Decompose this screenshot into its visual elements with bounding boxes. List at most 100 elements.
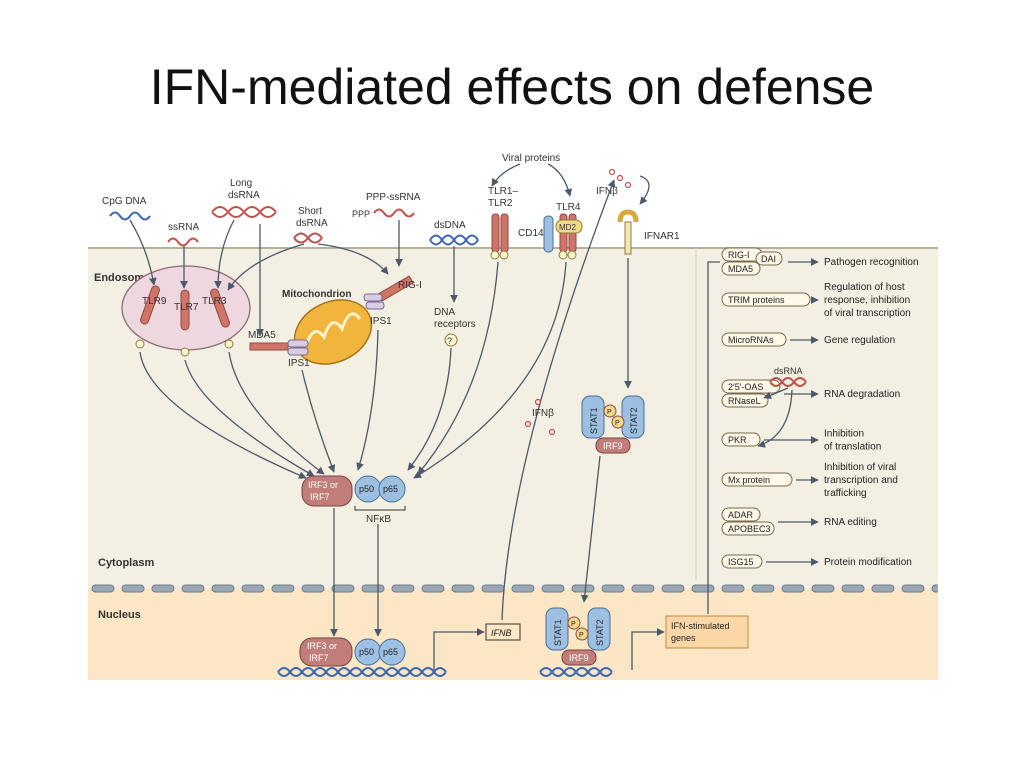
- ifnb-secretion-arrow: [501, 179, 616, 621]
- irf9-label: IRF9: [603, 441, 623, 451]
- phosphate-label: P: [615, 420, 620, 427]
- dsrna-to-pkr-arrow: [757, 389, 793, 448]
- viral-proteins-label: Viral proteins: [502, 153, 560, 164]
- dsdna-strand: [429, 234, 479, 246]
- effector-function-label: RNA degradation: [824, 389, 900, 400]
- isg-label-2: genes: [671, 633, 696, 643]
- effector-dsrna-label: dsRNA: [774, 366, 803, 376]
- tlr3-signal-arrow: [228, 351, 325, 475]
- irf-label-1: IRF3 or: [308, 480, 338, 490]
- stat2-phosphate: [611, 415, 625, 429]
- nuclear-pore-segment: [751, 584, 775, 593]
- effector-protein-pill: [721, 472, 793, 487]
- cytoplasm-label: Cytoplasm: [98, 557, 154, 569]
- ips1-adaptor-a: [287, 347, 309, 356]
- tlr4-tir-domain: [567, 250, 577, 260]
- ifnar1-label: IFNAR1: [644, 231, 680, 242]
- mda5-receptor: [249, 342, 289, 351]
- tlr1-receptor: [491, 213, 500, 253]
- tlr2-tir-domain: [499, 250, 509, 260]
- unknown-sensor-marker: [444, 333, 458, 347]
- nuclear-pore-segment: [121, 584, 145, 593]
- effector-function-label: response, inhibition: [824, 295, 910, 306]
- effector-function-label: trafficking: [824, 488, 867, 499]
- isg-transcription-arrow: [631, 628, 665, 670]
- irf-label-2: IRF7: [310, 492, 330, 502]
- effector-extra-label: DAI: [761, 254, 776, 264]
- cpg-dna-label: CpG DNA: [102, 196, 147, 207]
- ifn-pathway-diagram: Endosome Cytoplasm Nucleus CpG DNA ssRNA…: [88, 153, 938, 680]
- nuclear-pore-segment: [481, 584, 505, 593]
- nuclear-stat1-phosphate: [567, 616, 581, 630]
- nuclear-pore-segment: [511, 584, 535, 593]
- short-dsrna-label-1: Short: [298, 206, 322, 217]
- nuclear-pore-segment: [571, 584, 595, 593]
- effector-protein-label: RIG-I: [728, 250, 750, 260]
- effector-protein-pill: [721, 261, 761, 276]
- p65-cytoplasm: [378, 475, 406, 503]
- nuclear-pore-segment: [151, 584, 175, 593]
- nfkb-bracket: [354, 506, 406, 511]
- effector-protein-label: PKR: [728, 435, 747, 445]
- tlr7-signal-arrow: [184, 359, 315, 477]
- nuclear-pore-segment: [91, 584, 115, 593]
- nuclear-phosphate-label: P: [579, 632, 584, 639]
- ifnb-promoter-dna: [277, 667, 447, 677]
- effector-function-label: Regulation of host: [824, 282, 905, 293]
- ssrna-label: ssRNA: [168, 222, 199, 233]
- nuclear-stat2-label: STAT2: [595, 619, 605, 646]
- top-ifnb-label: IFNβ: [596, 186, 618, 197]
- effector-protein-label: ISG15: [728, 557, 754, 567]
- tlr9-tir-domain: [135, 339, 145, 349]
- ifnb-transcription-arrow: [433, 628, 485, 670]
- tlr2-signal-arrow: [417, 261, 499, 475]
- ips1-adaptor-a: [287, 339, 309, 348]
- short-dsrna-strand: [293, 232, 323, 244]
- short-dsrna-to-tlr3-arrow: [227, 243, 305, 291]
- nuclear-phosphate-label: P: [571, 621, 576, 628]
- ppp-label: PPP: [352, 209, 370, 219]
- tlr1-tlr2-label-1: TLR1–: [488, 186, 518, 197]
- effector-dsrna-strand: [769, 377, 807, 387]
- p65-label: p65: [383, 484, 398, 494]
- isre-promoter-dna: [539, 667, 613, 677]
- dna-receptors-label-1: DNA: [434, 307, 455, 318]
- viral-proteins-to-tlr4-arrow: [547, 163, 573, 197]
- nuclear-pore-segment: [391, 584, 415, 593]
- nuclear-pore-segment: [181, 584, 205, 593]
- tlr3-label: TLR3: [202, 296, 227, 307]
- ips1-adaptor-b: [365, 301, 385, 310]
- dsdna-label: dsDNA: [434, 220, 466, 231]
- nuclear-pore-segment: [931, 584, 938, 593]
- nuclear-membrane: [91, 584, 938, 593]
- dna-receptors-label-2: receptors: [434, 319, 476, 330]
- nuclear-pore-segment: [691, 584, 715, 593]
- cd14-label: CD14: [518, 228, 544, 239]
- nuclear-pore-segment: [271, 584, 295, 593]
- effector-protein-pill: [721, 332, 787, 347]
- ifnb-dot: [616, 174, 624, 182]
- cpg-dna-strand: [109, 211, 151, 221]
- dsrna-to-oas-arrow: [763, 387, 789, 399]
- effector-protein-pill: [721, 521, 775, 536]
- isg-label-1: IFN-stimulated: [671, 621, 730, 631]
- ifnb-to-ifnar1-arrow: [639, 175, 650, 205]
- tlr9-receptor: [140, 285, 160, 325]
- short-dsrna-label-2: dsRNA: [296, 218, 328, 229]
- nuclear-pore-segment: [451, 584, 475, 593]
- short-dsrna-to-rig-i-arrow: [317, 243, 389, 275]
- nuclear-p50-label: p50: [359, 647, 374, 657]
- nfkb-label: NFκB: [366, 514, 391, 525]
- effector-protein-label: MDA5: [728, 264, 753, 274]
- tlr4-signal-arrow: [413, 261, 567, 479]
- stat-nuclear-translocation-arrow: [580, 455, 601, 603]
- effector-protein-pill: [721, 379, 781, 394]
